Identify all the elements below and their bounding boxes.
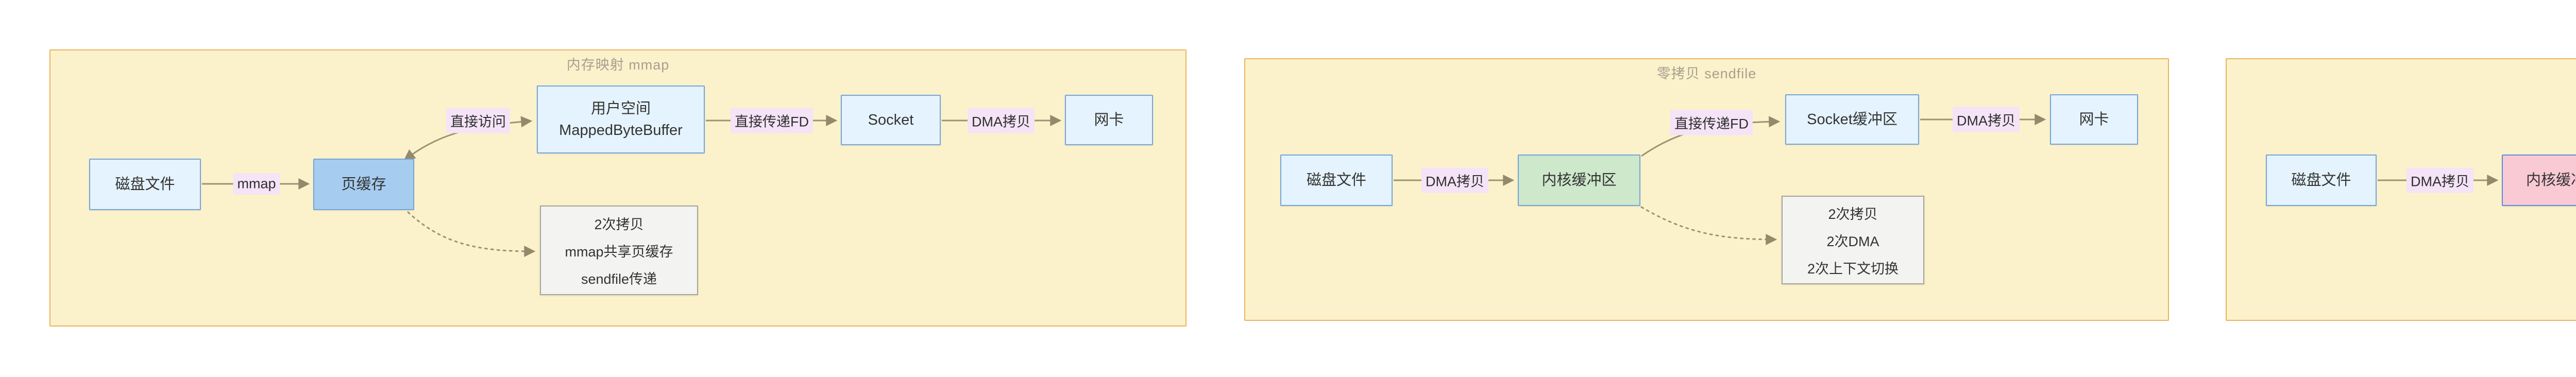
node-disk-file-p3-label: 磁盘文件 (2291, 172, 2351, 188)
node-disk-file-p3: 磁盘文件 (2266, 155, 2377, 206)
node-socket-buffer-p2-label: Socket缓冲区 (1807, 111, 1897, 128)
node-disk-file-p2: 磁盘文件 (1280, 155, 1393, 206)
note-p1-line2: mmap共享页缓存 (565, 244, 673, 260)
node-page-cache: 页缓存 (313, 159, 414, 210)
note-box-p2: 2次拷贝 2次DMA 2次上下文切换 (1782, 196, 1924, 284)
node-nic-p2: 网卡 (2050, 94, 2138, 145)
node-nic-p1: 网卡 (1065, 95, 1153, 145)
note-p2-line2: 2次DMA (1826, 233, 1879, 249)
note-p1-line1: 2次拷贝 (594, 216, 644, 232)
edge-label-dma-copy-p1: DMA拷贝 (968, 108, 1035, 133)
node-user-space-mappedbytebuffer: 用户空间 MappedByteBuffer (537, 85, 705, 153)
node-kernel-buffer-p2-label: 内核缓冲区 (1541, 172, 1617, 188)
node-nic-p2-label: 网卡 (2079, 111, 2109, 128)
note-p2-line1: 2次拷贝 (1828, 206, 1878, 222)
node-disk-file-p1-label: 磁盘文件 (115, 176, 175, 193)
node-user-space-line1: 用户空间 (590, 100, 651, 117)
edge-label-pass-fd-p2: 直接传递FD (1670, 110, 1753, 135)
panel-sendfile-title: 零拷贝 sendfile (1656, 66, 1757, 81)
node-kernel-buffer-p3-label: 内核缓冲区 (2526, 172, 2576, 188)
node-nic-p1-label: 网卡 (1094, 111, 1124, 128)
node-kernel-buffer-p3: 内核缓冲区 (2502, 155, 2576, 206)
node-disk-file-p1: 磁盘文件 (89, 159, 201, 210)
node-disk-file-p2-label: 磁盘文件 (1306, 172, 1366, 188)
note-p2-line3: 2次上下文切换 (1807, 261, 1899, 277)
node-socket-p1: Socket (841, 95, 941, 145)
panel-sendfile: 零拷贝 sendfile (1244, 58, 2169, 321)
edge-label-direct-access: 直接访问 (446, 108, 510, 133)
edge-label-dma-copy-in-p3: DMA拷贝 (2406, 167, 2473, 193)
edge-label-pass-fd-p1: 直接传递FD (731, 108, 813, 133)
node-user-space-line2: MappedByteBuffer (559, 122, 683, 139)
panel-mmap-title: 内存映射 mmap (566, 57, 670, 73)
note-p1-line3: sendfile传递 (581, 271, 657, 287)
node-socket-buffer-p2: Socket缓冲区 (1785, 94, 1919, 145)
edge-label-dma-copy-in-p2: DMA拷贝 (1421, 167, 1488, 193)
edge-label-dma-copy-out-p2: DMA拷贝 (1953, 107, 2020, 132)
node-page-cache-label: 页缓存 (341, 176, 386, 193)
panel-traditional-io-title: 传统IO读取 (2227, 62, 2576, 82)
node-kernel-buffer-p2: 内核缓冲区 (1518, 155, 1640, 206)
edge-label-mmap: mmap (233, 173, 280, 195)
note-box-p1: 2次拷贝 mmap共享页缓存 sendfile传递 (540, 205, 698, 295)
node-socket-p1-label: Socket (868, 111, 914, 128)
